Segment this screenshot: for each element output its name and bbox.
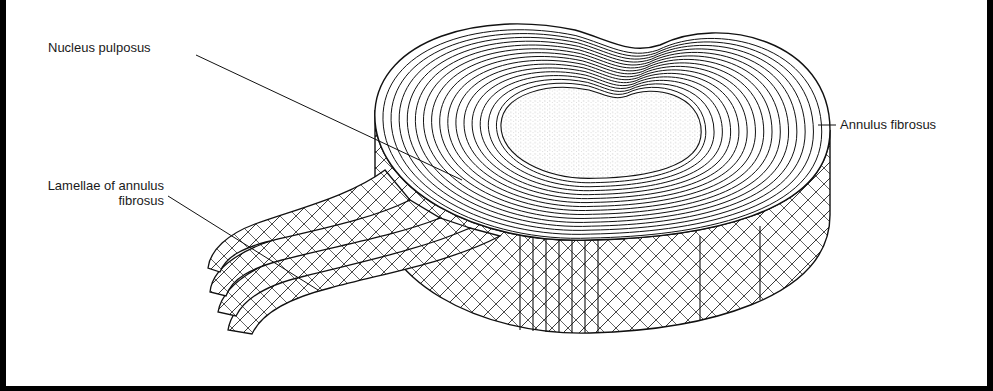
label-text: Annulus fibrosus [840, 117, 936, 132]
label-text: Nucleus pulposus [48, 40, 151, 55]
label-text: Lamellae of annulus fibrosus [44, 178, 164, 208]
